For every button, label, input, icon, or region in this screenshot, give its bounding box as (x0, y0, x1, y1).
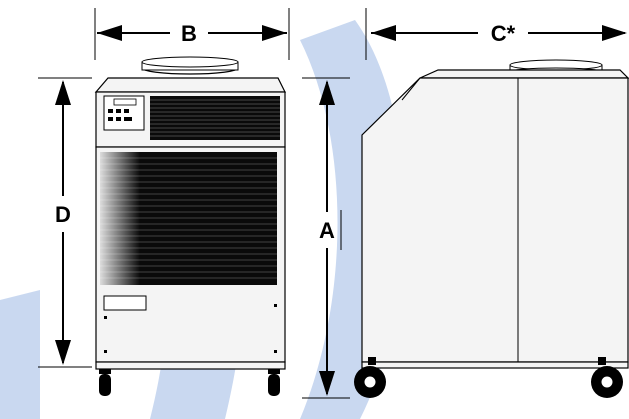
dimension-d-label: D (55, 202, 71, 227)
side-caster-hub-right (600, 375, 614, 389)
dimension-b-label: B (181, 21, 197, 46)
side-bevel-edge (401, 77, 421, 101)
control-button (108, 117, 113, 121)
caster-mount (99, 369, 111, 374)
unit-base (95, 361, 286, 370)
dimension-c: C* (365, 8, 627, 60)
dimension-a-arrow-bottom (319, 371, 335, 396)
control-button (124, 109, 129, 113)
upper-grille-lines (150, 99, 280, 137)
control-button (116, 109, 121, 113)
dimension-b: B (94, 8, 290, 60)
access-panel (103, 295, 147, 311)
side-body (361, 77, 629, 363)
side-base (361, 361, 629, 369)
control-button (116, 117, 121, 121)
caster-mount (268, 369, 280, 374)
control-button (108, 109, 113, 113)
control-button (124, 117, 132, 121)
dimension-b-arrow-right (262, 25, 287, 41)
lower-grille-lines (100, 157, 277, 279)
dimension-a-label: A (319, 218, 335, 243)
dimension-d-arrow-bottom (55, 340, 71, 365)
dimension-d-arrow-top (55, 80, 71, 105)
dimension-c-arrow-left (371, 25, 396, 41)
caster-wheel-front-right (268, 374, 280, 396)
dimension-b-arrow-left (97, 25, 122, 41)
top-vent-rim (141, 56, 239, 68)
upper-grille (150, 96, 280, 140)
dimension-c-label: C* (491, 21, 516, 46)
screw (104, 316, 107, 319)
side-top-lid (419, 69, 629, 79)
unit-top-cap (94, 77, 286, 93)
side-caster-hub-left (363, 375, 377, 389)
side-caster-mount (368, 357, 376, 365)
dimension-a-arrow-top (319, 80, 335, 105)
side-caster-mount (598, 357, 606, 365)
screw (274, 350, 277, 353)
screw (104, 350, 107, 353)
dimension-d: D (38, 77, 92, 368)
dimension-a: A (302, 77, 350, 399)
dimension-c-arrow-right (602, 25, 627, 41)
caster-wheel-front-left (99, 374, 111, 396)
watermark-corner (0, 290, 40, 419)
side-view-unit (354, 59, 629, 398)
front-view-unit (94, 56, 286, 396)
control-display (113, 98, 137, 106)
screw (274, 304, 277, 307)
lower-grille-fade (100, 152, 140, 285)
